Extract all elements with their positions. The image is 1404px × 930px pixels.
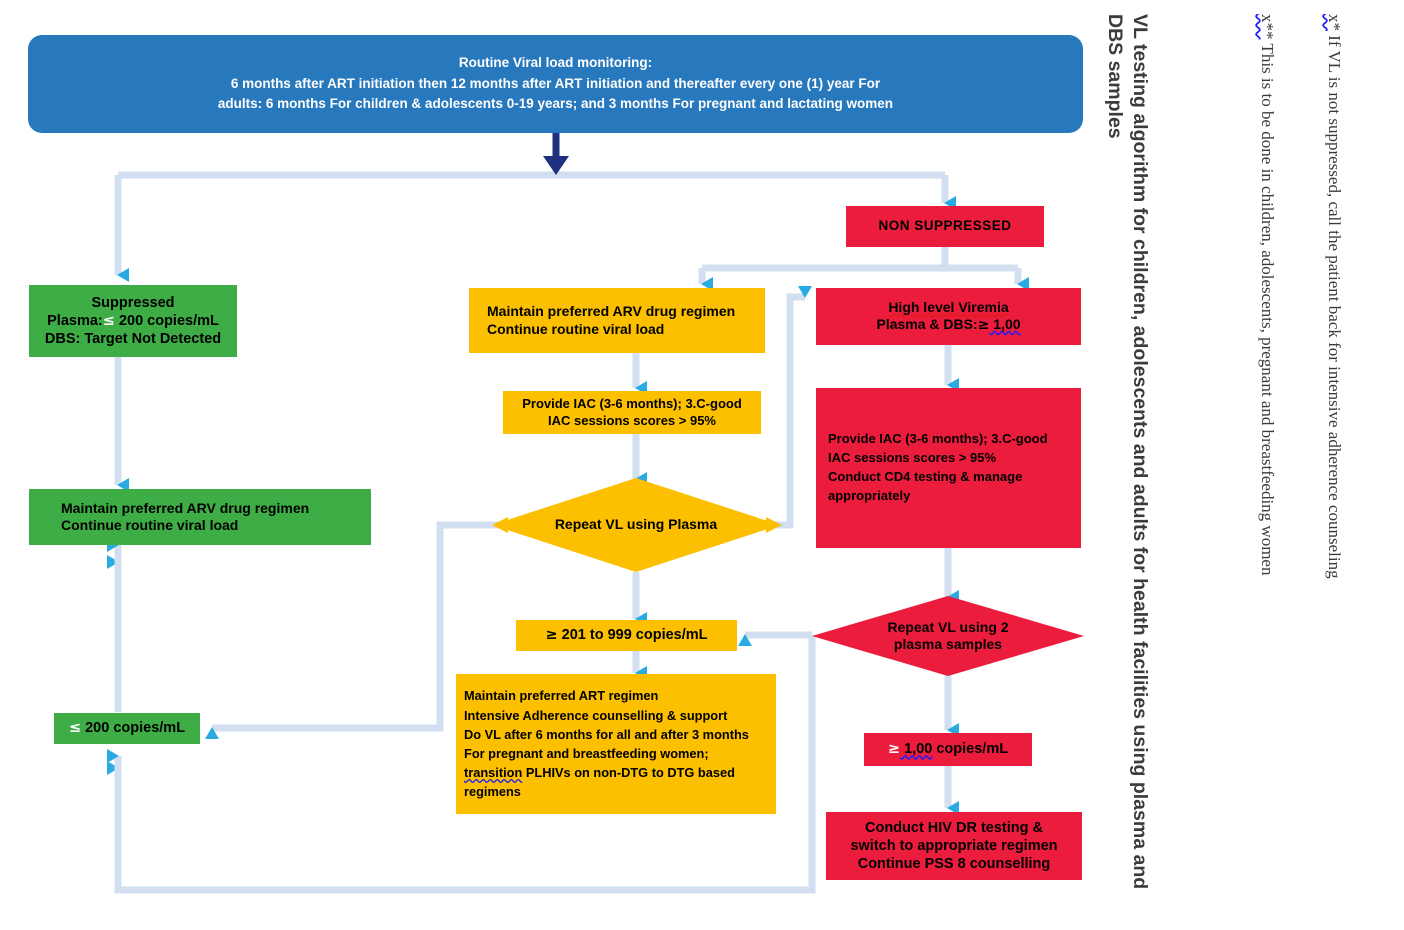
art-regimen-block: Maintain preferred ART regimen Intensive…: [456, 674, 776, 814]
vertical-title: VL testing algorithm for children, adole…: [1104, 14, 1153, 889]
art-line-5: transition PLHIVs on non-DTG to DTG base…: [464, 763, 776, 782]
repeat-vl-plasma-diamond: Repeat VL using Plasma: [492, 478, 780, 572]
maintain-green-line-2: Continue routine viral load: [61, 517, 239, 533]
range-201-999-box: ≥ 201 to 999 copies/mL: [516, 620, 737, 651]
suppressed-line-2: Plasma:≤ 200 copies/mL: [29, 312, 237, 330]
footnote-2-text: This is to be done in children, adolesce…: [1258, 39, 1277, 576]
header-line-1: Routine Viral load monitoring:: [458, 54, 653, 70]
threshold-unit: copies/mL: [932, 741, 1009, 758]
high-viremia-box: High level Viremia Plasma & DBS:≥ 1,00: [816, 288, 1081, 345]
header-box: Routine Viral load monitoring: 6 months …: [28, 35, 1083, 133]
iac-yellow-line-2: IAC sessions scores > 95%: [547, 412, 716, 428]
range-ge-symbol: ≥: [545, 627, 558, 644]
art-line-6: regimens: [464, 784, 521, 800]
maintain-yellow-box: Maintain preferred ARV drug regimen Cont…: [469, 288, 765, 353]
maintain-yellow-line-1: Maintain preferred ARV drug regimen: [487, 303, 736, 319]
le-200-label: ≤ 200 copies/mL: [54, 719, 200, 737]
footnote-2-marker: x**: [1258, 14, 1277, 40]
high-viremia-sample-label: Plasma & DBS:: [876, 316, 978, 332]
art-line-5-rest: PLHIVs on non-DTG to DTG based: [522, 765, 735, 781]
iac-red-line-4: appropriately: [828, 487, 911, 503]
art-transition-word: transition: [464, 765, 523, 781]
threshold-label: ≥ 1,00 copies/mL: [864, 740, 1032, 758]
header-dark-arrowhead: [543, 156, 569, 175]
iac-red-line-2: IAC sessions scores > 95%: [828, 450, 997, 466]
suppressed-plasma-label: Plasma:: [47, 312, 103, 329]
high-viremia-line-2: Plasma & DBS:≥ 1,00: [816, 316, 1081, 335]
suppressed-line-3: DBS: Target Not Detected: [44, 331, 222, 348]
hiv-dr-line-3: Continue PSS 8 counselling: [857, 856, 1051, 873]
iac-yellow-line-1: Provide IAC (3-6 months); 3.C-good: [522, 396, 742, 412]
greater-equal-symbol: ≥: [977, 317, 990, 333]
less-equal-symbol: ≤: [102, 312, 115, 329]
iac-red-line-3: Conduct CD4 testing & manage: [828, 469, 1023, 484]
header-line-3: adults: 6 months For children & adolesce…: [217, 96, 894, 112]
art-line-3: Do VL after 6 months for all and after 3…: [464, 726, 749, 742]
maintain-green-box: Maintain preferred ARV drug regimen Cont…: [29, 489, 371, 545]
iac-yellow-box: Provide IAC (3-6 months); 3.C-good IAC s…: [503, 391, 761, 434]
le-200-box: ≤ 200 copies/mL: [54, 713, 200, 744]
repeat-vl-two-samples-label: Repeat VL using 2 plasma samples: [887, 619, 1008, 654]
repeat-vl-plasma-label: Repeat VL using Plasma: [554, 516, 718, 533]
footnote-1: x* If VL is not suppressed, call the pat…: [1325, 14, 1346, 579]
threshold-ge-symbol: ≥: [887, 741, 901, 758]
footnote-2: x** This is to be done in children, adol…: [1258, 14, 1279, 575]
footnote-1-text: If VL is not suppressed, call the patien…: [1325, 31, 1344, 579]
repeat-vl-two-samples-diamond: Repeat VL using 2 plasma samples: [812, 596, 1084, 676]
iac-red-line-1: Provide IAC (3-6 months); 3.C-good: [828, 431, 1048, 447]
non-suppressed-box: NON SUPPRESSED: [846, 206, 1044, 247]
suppressed-plasma-value: 200 copies/mL: [114, 312, 219, 329]
repeat-two-line-2: plasma samples: [893, 636, 1003, 652]
iac-red-box: Provide IAC (3-6 months); 3.C-good IAC s…: [816, 388, 1081, 548]
high-viremia-title: High level Viremia: [888, 298, 1009, 315]
non-suppressed-label: NON SUPPRESSED: [878, 218, 1012, 234]
range-value: 201 to 999 copies/mL: [557, 627, 708, 644]
high-viremia-value: 1,00: [989, 316, 1021, 332]
hiv-dr-line-1: Conduct HIV DR testing &: [864, 819, 1044, 836]
suppressed-box: Suppressed Plasma:≤ 200 copies/mL DBS: T…: [29, 285, 237, 357]
maintain-green-line-1: Maintain preferred ARV drug regimen: [61, 499, 310, 516]
suppressed-line-1: Suppressed: [91, 294, 175, 311]
maintain-yellow-line-2: Continue routine viral load: [487, 320, 665, 337]
high-viremia-line-1: High level Viremia: [816, 299, 1081, 317]
threshold-1000-box: ≥ 1,00 copies/mL: [864, 733, 1032, 766]
hiv-dr-box: Conduct HIV DR testing & switch to appro…: [826, 812, 1082, 880]
range-201-999-label: ≥ 201 to 999 copies/mL: [516, 626, 737, 644]
repeat-two-line-1: Repeat VL using 2: [887, 618, 1009, 635]
threshold-value: 1,00: [900, 741, 933, 758]
footnote-1-marker: x*: [1325, 14, 1344, 31]
art-line-4: For pregnant and breastfeeding women;: [464, 746, 709, 761]
hiv-dr-line-2: switch to appropriate regimen: [850, 837, 1058, 854]
le-200-value: 200 copies/mL: [81, 720, 186, 737]
art-line-1: Maintain preferred ART regimen: [464, 688, 659, 704]
art-line-2: Intensive Adherence counselling & suppor…: [464, 707, 728, 723]
le-200-symbol: ≤: [68, 720, 82, 737]
vertical-title-text: VL testing algorithm for children, adole…: [1103, 14, 1151, 890]
header-line-2: 6 months after ART initiation then 12 mo…: [230, 75, 881, 91]
